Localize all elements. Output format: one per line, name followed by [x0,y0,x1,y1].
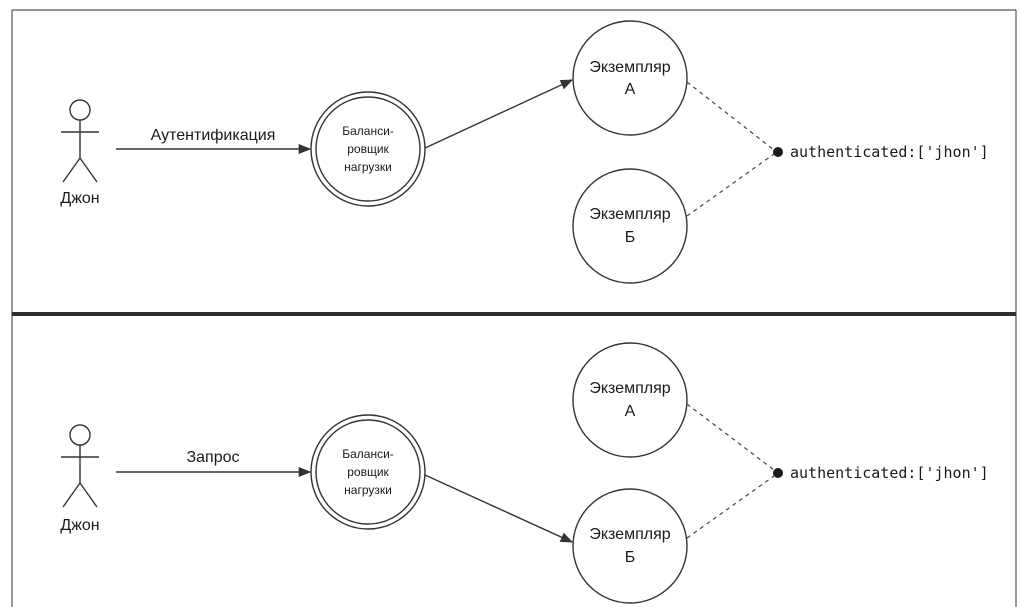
user-label: Джон [60,517,99,534]
panel-authentication: Джон Аутентификация Баланси- ровщик нагр… [60,20,989,284]
instance-a-circle [572,20,688,136]
route-arrow-to-instance-a [424,79,574,149]
actor-right-leg [79,157,98,183]
request-label: Аутентификация [151,127,276,144]
balancer-inner-ring [315,419,421,525]
load-balancer-node: Баланси- ровщик нагрузки [310,91,426,207]
instance-a-label-line-1: Экземпляр [589,380,670,397]
balancer-label-line-1: Баланси- [342,124,394,138]
session-store-dot [773,147,783,157]
instance-b-label-line-2: Б [625,229,636,246]
instance-b-circle [572,488,688,604]
request-label: Запрос [186,449,239,466]
actor-right-leg [79,482,98,508]
actor-left-leg [62,482,81,508]
balancer-inner-ring [315,96,421,202]
instance-b-node: Экземпляр Б [572,168,688,284]
balancer-label-line-3: нагрузки [344,483,392,497]
balancer-label-line-3: нагрузки [344,160,392,174]
user-actor-figure [61,424,99,508]
session-link-instance-b [686,153,775,217]
route-arrow-to-instance-b [424,474,574,543]
instance-b-label-line-1: Экземпляр [589,526,670,543]
instance-a-label-line-2: А [625,81,636,98]
session-label: authenticated:['jhon'] [790,464,989,482]
instance-a-node: Экземпляр А [572,342,688,458]
actor-left-leg [62,157,81,183]
session-link-instance-b [686,475,775,539]
balancer-label-line-2: ровщик [347,142,389,156]
user-actor-figure [61,99,99,183]
instance-a-label-line-2: А [625,403,636,420]
actor-head [69,424,91,446]
instance-a-circle [572,342,688,458]
session-label: authenticated:['jhon'] [790,143,989,161]
session-link-instance-a [686,81,775,151]
session-link-instance-a [686,403,775,471]
instance-a-label-line-1: Экземпляр [589,59,670,76]
instance-b-label-line-2: Б [625,549,636,566]
balancer-label-line-1: Баланси- [342,447,394,461]
balancer-outer-ring [310,414,426,530]
panel-request: Джон Запрос Баланси- ровщик нагрузки Экз… [60,342,989,604]
actor-head [69,99,91,121]
instance-a-node: Экземпляр А [572,20,688,136]
balancer-outer-ring [310,91,426,207]
balancer-label-line-2: ровщик [347,465,389,479]
load-balancer-node: Баланси- ровщик нагрузки [310,414,426,530]
instance-b-label-line-1: Экземпляр [589,206,670,223]
instance-b-circle [572,168,688,284]
user-label: Джон [60,190,99,207]
instance-b-node: Экземпляр Б [572,488,688,604]
session-store-dot [773,468,783,478]
